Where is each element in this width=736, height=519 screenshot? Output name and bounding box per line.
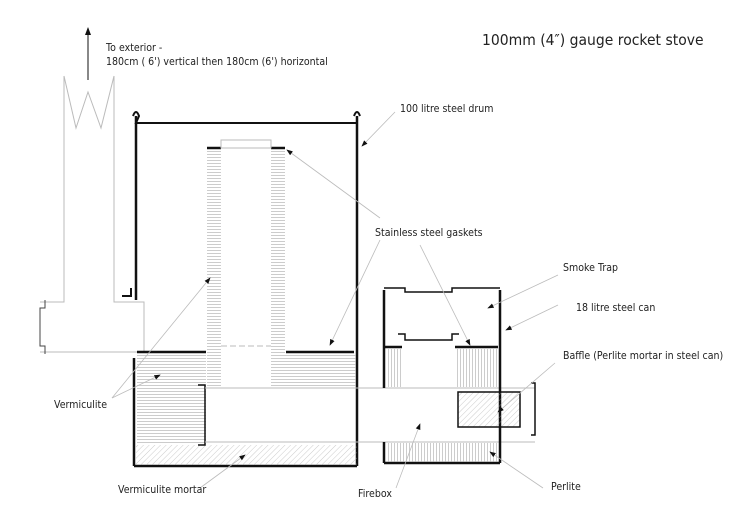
label-vermiculite: Vermiculite (54, 399, 108, 411)
label-gaskets: Stainless steel gaskets (375, 227, 483, 239)
vermiculite-mortar (136, 445, 357, 465)
vermiculite-left (137, 353, 206, 445)
perlite-bottom (386, 443, 498, 462)
vermiculite-right (285, 353, 356, 388)
riser-left (207, 150, 221, 388)
label-drum: 100 litre steel drum (400, 103, 494, 115)
riser-right (271, 150, 285, 388)
label-exterior-2: 180cm ( 6') vertical then 180cm (6') hor… (106, 56, 328, 68)
chimney-flue (39, 27, 145, 354)
steel-can (382, 287, 536, 465)
steel-drum (122, 111, 361, 468)
perlite-right (455, 349, 498, 387)
diagram-title: 100mm (4″) gauge rocket stove (482, 31, 704, 49)
label-perlite: Perlite (551, 481, 581, 493)
label-vermiculite-mortar: Vermiculite mortar (118, 484, 207, 496)
baffle (457, 391, 521, 428)
label-baffle: Baffle (Perlite mortar in steel can) (563, 350, 724, 362)
label-firebox: Firebox (358, 488, 392, 500)
label-exterior-1: To exterior - (106, 42, 163, 54)
label-can: 18 litre steel can (576, 302, 656, 314)
perlite-left (386, 349, 402, 387)
leader-lines (111, 111, 559, 489)
burn-tunnel (205, 387, 535, 443)
label-smoke-trap: Smoke Trap (563, 262, 618, 274)
